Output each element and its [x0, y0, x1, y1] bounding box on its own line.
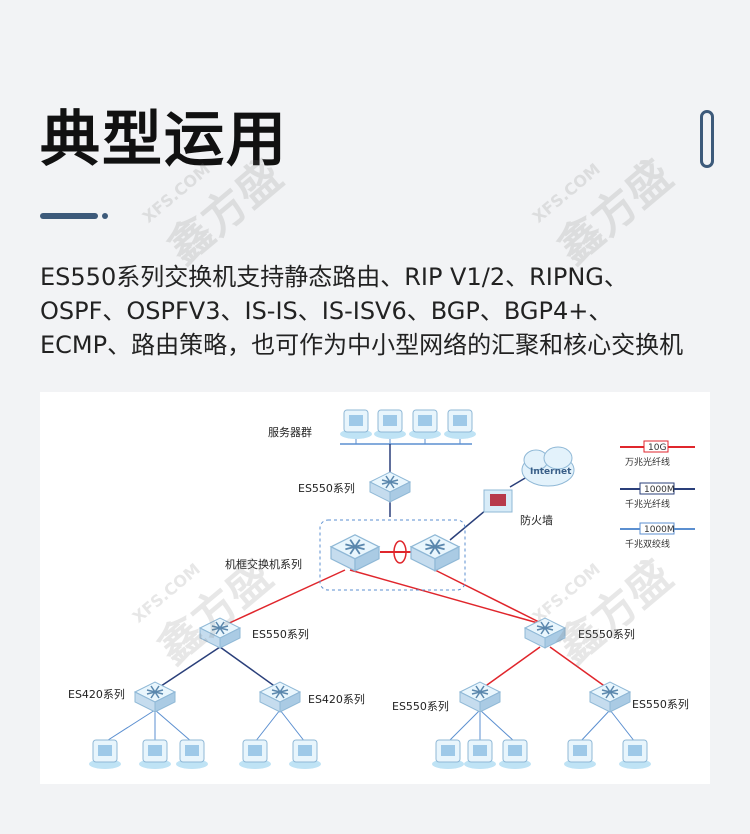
phone-icon	[431, 739, 465, 770]
es550-c-label: ES550系列	[392, 699, 449, 713]
internet-label: Internet	[530, 467, 572, 477]
server-rack-icon	[339, 409, 477, 445]
description-line: ECMP、路由策略，也可作为中小型网络的汇聚和核心交换机	[40, 331, 684, 359]
es550-top-label: ES550系列	[298, 481, 355, 495]
legend-text: 万兆光纤线	[625, 456, 670, 468]
switch-chassis-right-icon	[410, 533, 460, 572]
switch-es550-c-icon	[459, 681, 501, 713]
legend: 10G 万兆光纤线 1000M 千兆光纤线 1000M 千兆双绞线	[620, 440, 695, 550]
wifi-ap-icon	[288, 739, 322, 770]
printer-icon	[463, 739, 497, 770]
legend-badge: 1000M	[644, 525, 675, 535]
title-underline-dot	[102, 213, 108, 219]
firewall-icon	[483, 489, 513, 513]
switch-es550-d-icon	[589, 681, 631, 713]
chassis-group-box	[319, 519, 466, 591]
wifi-ap-icon	[238, 739, 272, 770]
computer-icon	[498, 739, 532, 770]
switch-es420-a-icon	[134, 681, 176, 713]
switch-es420-b-icon	[259, 681, 301, 713]
legend-text: 千兆双绞线	[625, 538, 670, 550]
switch-es550-right-icon	[524, 617, 566, 649]
computer-icon	[88, 739, 122, 770]
computer-icon	[138, 739, 172, 770]
wifi-ap-icon	[563, 739, 597, 770]
scroll-indicator-icon	[700, 110, 714, 168]
legend-text: 千兆光纤线	[625, 498, 670, 510]
es420-a-label: ES420系列	[68, 687, 125, 701]
switch-es550-left-icon	[199, 617, 241, 649]
page-title: 典型运用	[40, 105, 288, 175]
legend-badge: 10G	[648, 443, 666, 453]
es550-d-label: ES550系列	[632, 697, 689, 711]
title-underline	[40, 213, 98, 219]
internet-cloud-icon: Internet	[521, 446, 575, 487]
description: ES550系列交换机支持静态路由、RIP V1/2、RIPNG、 OSPF、OS…	[40, 260, 730, 362]
description-line: ES550系列交换机支持静态路由、RIP V1/2、RIPNG、	[40, 263, 628, 291]
switch-es550-top-icon	[369, 471, 411, 503]
switch-chassis-left-icon	[330, 533, 380, 572]
es420-b-label: ES420系列	[308, 692, 365, 706]
firewall-label: 防火墙	[520, 513, 553, 527]
legend-badge: 1000M	[644, 485, 675, 495]
description-line: OSPF、OSPFV3、IS-IS、IS-ISV6、BGP、BGP4+、	[40, 297, 613, 325]
server-group-label: 服务器群	[268, 425, 312, 439]
wifi-ap-icon	[618, 739, 652, 770]
printer-icon	[175, 739, 209, 770]
network-topology-diagram: 服务器群 ES550系列 防火墙	[40, 392, 710, 784]
chassis-label: 机框交换机系列	[225, 557, 302, 571]
es550-right-label: ES550系列	[578, 627, 635, 641]
topology-svg: 服务器群 ES550系列 防火墙	[68, 409, 695, 770]
es550-left-label: ES550系列	[252, 627, 309, 641]
